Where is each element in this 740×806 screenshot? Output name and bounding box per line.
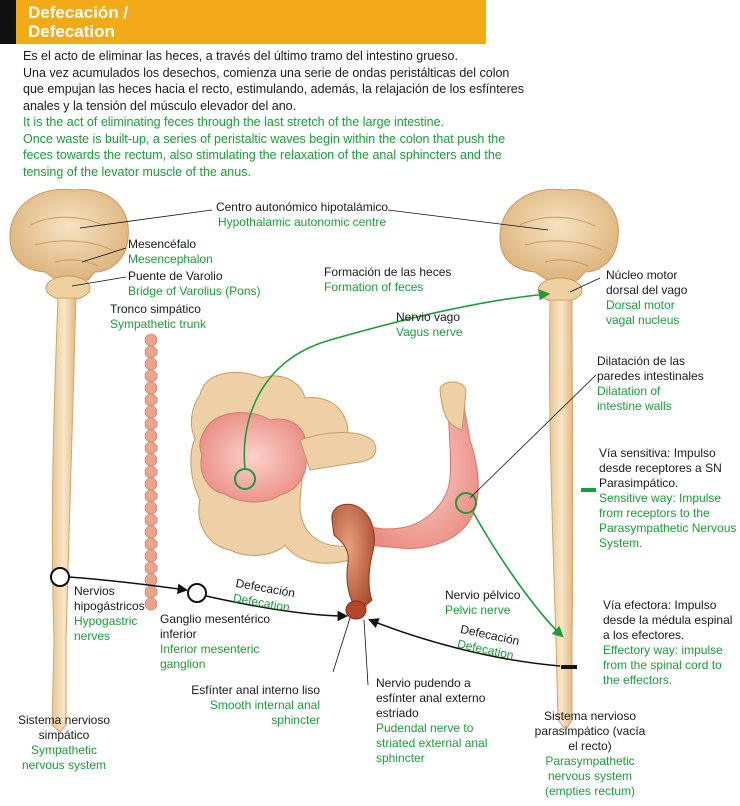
label-mesencephalon: Mesencéfalo Mesencephalon [128,237,213,266]
effectory-way-key [561,665,577,669]
intro-es-line: que empujan las heces hacia el recto, es… [23,82,524,96]
label-pons: Puente de Varolio Bridge of Varolius (Po… [128,269,261,298]
label-sensitive-way: Vía sensitiva: Impulso desde receptores … [599,446,737,550]
intro-en-line: feces towards the rectum, also stimulati… [23,148,502,162]
mesenteric-ganglion-node [187,583,207,603]
pelvic-nerve-path [368,618,561,667]
label-pelvic: Nervio pélvico Pelvic nerve [445,588,521,617]
title-bar: Defecación / Defecation [0,0,486,44]
left-spinal-cord [51,297,77,733]
mesenteric-to-rectum-path [205,595,349,622]
leader-lines [71,209,601,686]
title-spanish: Defecación / [28,3,129,22]
hypogastric-nerve-path [68,576,189,595]
right-spinal-cord [548,299,574,731]
vagus-nerve-path [243,289,551,470]
label-dorsal-vagal: Núcleo motor dorsal del vago Dorsal moto… [606,268,688,327]
intro-es-line: Una vez acumulados los desechos, comienz… [23,65,510,80]
right-brain [499,188,619,303]
intro-text: Es el acto de eliminar las heces, a trav… [23,48,723,180]
label-mesenteric: Ganglio mesentérico inferior Inferior me… [160,612,271,671]
intro-en-line: It is the act of eliminating feces throu… [23,115,445,129]
label-hypogastric: Nervios hipogástricos Hypogastric nerves [74,584,145,643]
label-internal-sphincter: Esfínter anal interno liso Smooth intern… [191,683,320,727]
label-dilatation: Dilatación de las paredes intestinales D… [597,354,704,413]
sensitive-way-path [472,511,564,638]
label-hypothalamic: Centro autonómico hipotalámico Hypothala… [215,200,389,229]
intro-en-line: tensing of the levator muscle of the anu… [23,164,251,179]
sensitive-way-key [581,488,596,492]
label-sympathetic-trunk: Tronco simpático Sympathetic trunk [110,302,207,331]
label-effectory-way: Vía efectora: Impulso desde la médula es… [603,598,733,687]
dilatation-node [455,492,477,514]
intro-en-line: Once waste is built-up, a series of peri… [23,131,506,146]
label-vagus: Nervio vago Vagus nerve [396,310,463,339]
label-feces-formation: Formación de las heces Formation of fece… [324,265,452,294]
large-intestine [190,371,479,620]
anal-sphincter [345,600,367,620]
intro-es-line: Es el acto de eliminar las heces, a trav… [23,49,458,63]
rectum [331,503,375,613]
label-parasympathetic-ns: Sistema nervioso parasimpático (vacía el… [534,709,646,798]
hypogastric-node [50,567,70,587]
intro-es-line: anales y la tensión del músculo elevador… [23,98,297,113]
sympathetic-trunk [144,333,158,611]
title-accent [0,0,16,44]
left-brain [9,188,129,301]
title-english: Defecation [28,22,115,41]
label-sympathetic-ns: Sistema nervioso simpático Sympathetic n… [17,713,111,772]
label-pudendal: Nervio pudendo a esfínter anal externo e… [376,676,488,765]
